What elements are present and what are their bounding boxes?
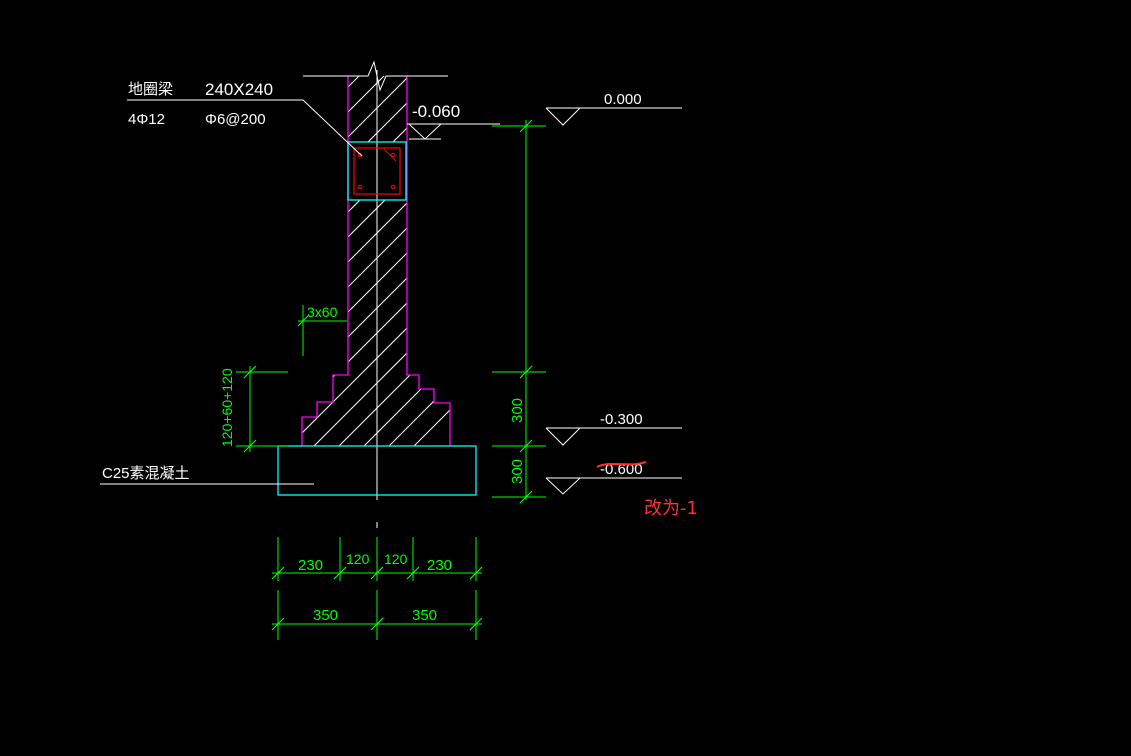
footing-pad [277,445,477,496]
wall-outline-right [406,76,451,446]
level-beam-top-marker [408,123,442,140]
beam-name: 地圈梁 [128,81,173,98]
dim-tick [469,617,483,631]
step-height: 120+60+120 [219,368,235,447]
dim-vertical-upper: 300 [509,398,526,423]
dim-bottom-120-left: 120 [346,551,370,567]
rebar-dot [357,184,363,190]
dim-tick [243,439,257,453]
dim-tick [271,566,285,580]
break-line [303,60,448,92]
dim-bottom-350-left: 350 [313,607,338,624]
dim-bottom-120-right: 120 [384,551,408,567]
markup-note: 改为-1 [644,498,698,519]
dim-bottom-230-left: 230 [298,557,323,574]
beam-rebar-cage [353,147,401,195]
level-bottom: -0.600 [600,461,643,478]
dim-tick [243,365,257,379]
beam-leader [127,99,363,157]
level-ground: 0.000 [604,91,642,108]
dim-vertical-lower: 300 [509,459,526,484]
level-ground-marker [545,107,581,126]
beam-section [347,141,407,201]
dim-tick [519,365,533,379]
rebar-dot [390,184,396,190]
markup-strike [596,461,647,468]
dim-tick [519,490,533,504]
wall-hatch [302,76,450,446]
beam-size: 240X240 [205,80,273,99]
dim-tick [370,566,384,580]
rebar-dot [390,152,396,158]
dim-tick [519,119,533,133]
rebar-dot [357,152,363,158]
dim-tick [406,566,420,580]
dim-tick [333,566,347,580]
dim-tick [297,315,309,327]
level-bottom-marker [545,477,581,495]
dim-bottom-230-right: 230 [427,557,452,574]
dim-tick [370,617,384,631]
step-note: 3x60 [307,304,338,320]
dim-tick [519,439,533,453]
beam-stirrup: Φ6@200 [205,111,266,128]
stirrup-hook [383,148,397,162]
dim-tick [271,617,285,631]
dim-bottom-350-right: 350 [412,607,437,624]
footing-material: C25素混凝土 [102,465,190,482]
level-beam-top: -0.060 [412,102,460,121]
level-mid: -0.300 [600,411,643,428]
beam-main-bar: 4Φ12 [128,111,165,128]
dim-tick [469,566,483,580]
level-mid-marker [545,427,581,446]
wall-outline [301,76,349,446]
